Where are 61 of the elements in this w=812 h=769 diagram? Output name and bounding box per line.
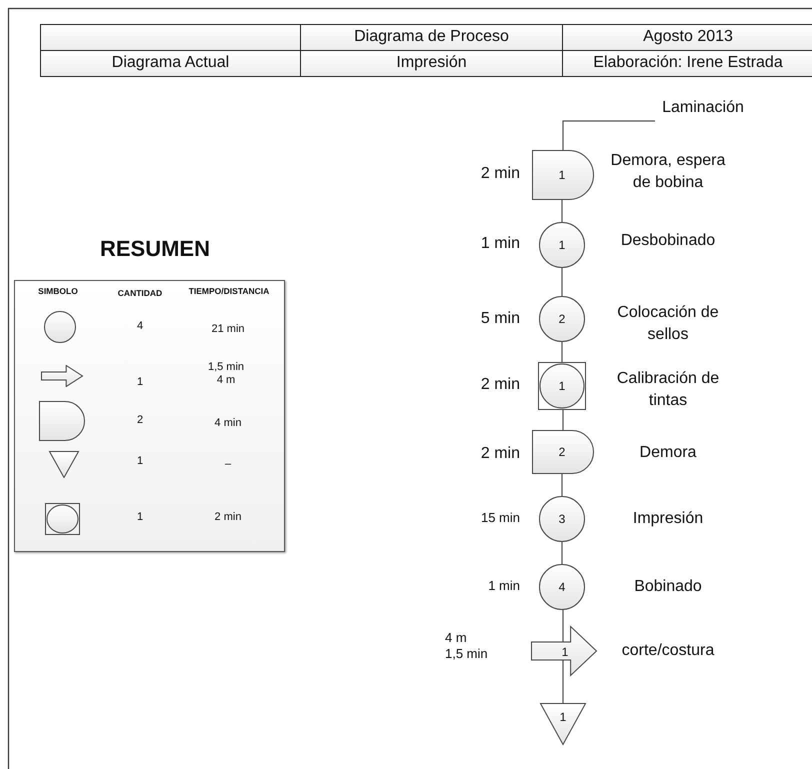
connector-line [561,342,563,362]
step-number: 3 [558,512,566,526]
step-description: corte/costura [620,641,716,661]
quantity-value: 1 [136,455,144,468]
table-cell: Agosto 2013 [562,24,812,51]
time-value: 21 min [210,323,246,336]
time-value: – [224,458,232,472]
step-description: Impresión [632,509,704,529]
time-value: 2 min [214,511,242,524]
time-label: 2 min [480,444,520,464]
step-number: 2 [558,312,566,326]
time-label: 5 min [480,309,520,328]
delay-symbol [532,150,594,200]
storage-triangle [540,703,586,745]
connector-line [562,120,655,150]
step-number: 1 [560,710,566,724]
step-description: Calibración de tintas [616,369,720,412]
quantity-value: 4 [136,320,144,334]
connector-line [562,610,564,642]
operation-circle [539,222,585,268]
quantity-value: 1 [136,511,144,524]
step-description: Colocación de sellos [616,303,720,346]
time-label: 2 min [480,164,520,184]
time-label: 2 min [480,375,520,394]
step-description: Desbobinado [620,231,716,251]
delay-symbol [532,430,594,474]
transport-symbol [531,626,597,676]
step-number: 1 [558,238,566,252]
column-header: TIEMPO/DISTANCIA [188,286,270,296]
step-number: 1 [562,645,568,659]
time-label: 1 min [487,578,520,594]
step-number: 4 [558,580,566,594]
time-value: 4 min [214,417,242,430]
summary-heading: RESUMEN [98,236,211,262]
time-label: 15 min [480,510,520,526]
process-label: Laminación [655,96,751,120]
connector-line [562,410,564,430]
table-cell: Diagrama de Proceso [300,24,563,51]
step-description: Bobinado [633,577,703,597]
step-number: 1 [558,379,566,393]
operation-circle [539,564,585,610]
operation-circle [539,496,585,542]
connector-line [561,268,563,296]
step-description: Demora, espera de bobina [610,151,726,194]
time-label: 1 min [480,234,520,254]
connector-line [561,474,563,496]
quantity-value: 1 [136,376,144,390]
step-number: 1 [558,168,566,182]
time-value: 1,5 min 4 m [206,361,246,388]
table-cell: Diagrama Actual [40,50,301,77]
column-header: CANTIDAD [116,288,164,298]
column-header: SIMBOLO [37,286,79,296]
connector-line [561,200,563,222]
step-description: Demora [638,443,698,463]
operation-circle [539,296,585,342]
connector-line [562,660,564,703]
combined-operation-symbol [538,362,586,410]
connector-line [561,542,563,564]
time-label: 4 m 1,5 min [445,630,488,662]
step-number: 2 [558,445,566,459]
quantity-value: 2 [136,414,144,428]
